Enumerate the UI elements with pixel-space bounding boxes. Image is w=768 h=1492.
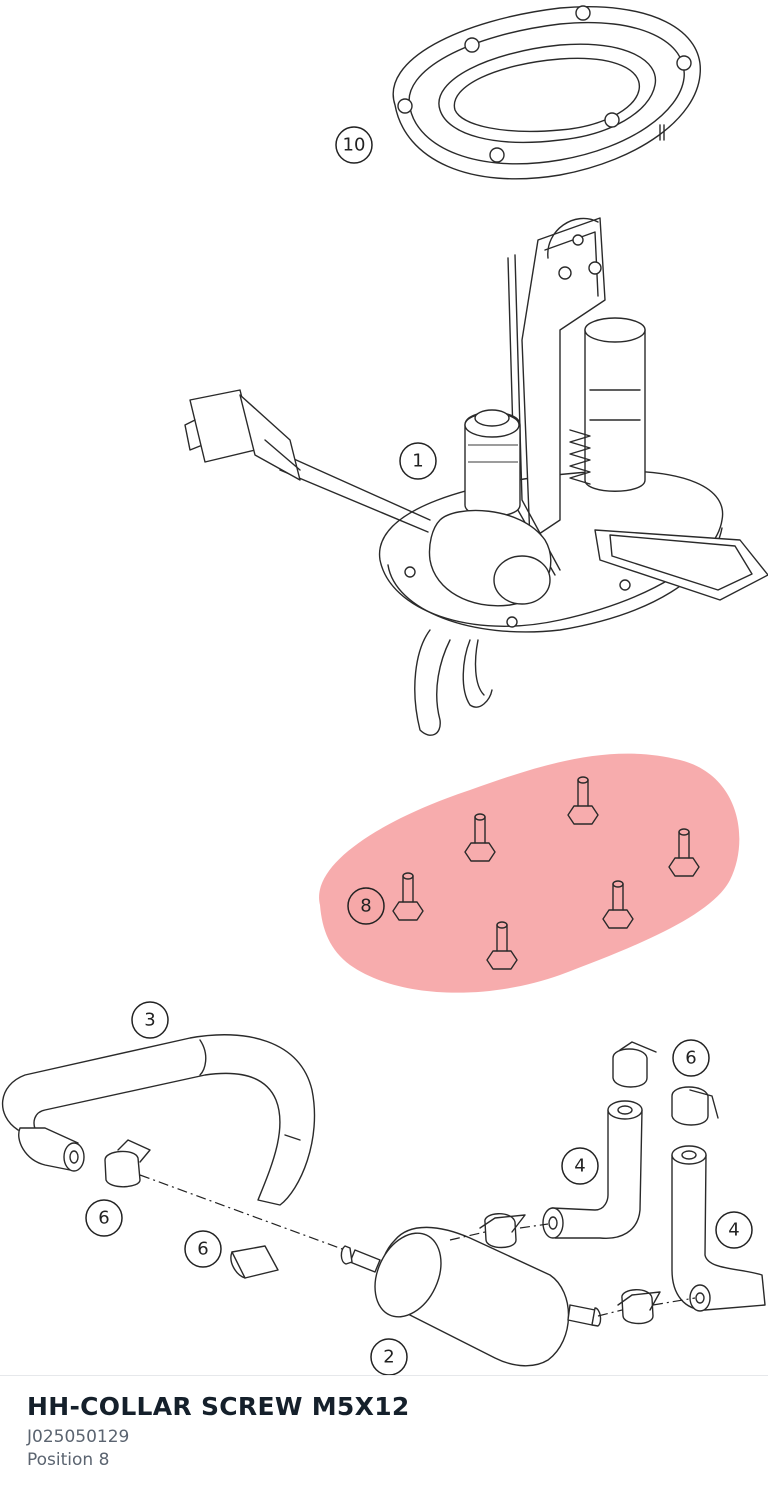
elbow-hose-part-4[interactable]: [542, 1100, 643, 1239]
fuel-pump-assembly-part-1[interactable]: [184, 217, 768, 736]
clamp-part-6[interactable]: [104, 1139, 151, 1188]
callout-8[interactable]: 8: [347, 887, 385, 925]
svg-text:2: 2: [383, 1347, 394, 1368]
svg-text:4: 4: [574, 1156, 585, 1177]
exploded-parts-diagram: 10: [2, 5, 768, 1375]
svg-text:4: 4: [728, 1220, 739, 1241]
svg-text:3: 3: [144, 1010, 155, 1031]
assembly-line: [449, 1231, 486, 1241]
clamp-part-6[interactable]: [671, 1086, 719, 1126]
gasket-part-10[interactable]: [392, 5, 701, 180]
screw: [392, 872, 424, 921]
svg-text:6: 6: [197, 1239, 208, 1260]
screw: [668, 828, 700, 877]
svg-text:8: 8: [360, 896, 371, 917]
assembly-line: [519, 1223, 549, 1229]
part-name: HH-COLLAR SCREW M5X12: [27, 1392, 410, 1421]
screw: [486, 921, 518, 970]
assembly-line: [139, 1174, 346, 1251]
hose-clamp: [617, 1289, 661, 1325]
screw: [602, 880, 634, 929]
clamp-part-6[interactable]: [230, 1245, 279, 1279]
callout-3[interactable]: 3: [131, 1001, 169, 1039]
callout-6-right[interactable]: 6: [672, 1039, 710, 1077]
svg-text:6: 6: [685, 1048, 696, 1069]
callout-6-mid[interactable]: 6: [184, 1230, 222, 1268]
assembly-line: [597, 1309, 623, 1317]
callout-4-left[interactable]: 4: [561, 1147, 599, 1185]
screw: [464, 813, 496, 862]
part-info-footer: HH-COLLAR SCREW M5X12 J025050129 Positio…: [0, 1375, 768, 1492]
assembly-line: [652, 1297, 696, 1306]
collar-screws-part-8[interactable]: [319, 753, 740, 993]
hose-clamp: [479, 1213, 526, 1249]
callout-4-right[interactable]: 4: [715, 1211, 753, 1249]
fuel-filter-part-2[interactable]: [340, 1222, 602, 1367]
callout-2[interactable]: 2: [370, 1338, 408, 1375]
callout-10[interactable]: 10: [335, 126, 373, 164]
highlight-region: [319, 753, 740, 993]
callout-1[interactable]: 1: [399, 442, 437, 480]
clamp-part-6[interactable]: [612, 1041, 657, 1088]
svg-text:6: 6: [98, 1208, 109, 1229]
screw: [567, 776, 599, 825]
part-number: J025050129: [27, 1427, 130, 1447]
part-position: Position 8: [27, 1450, 110, 1470]
elbow-hose-part-4[interactable]: [671, 1145, 766, 1312]
hose-part-3[interactable]: [2, 1034, 316, 1206]
callout-6-left[interactable]: 6: [85, 1199, 123, 1237]
svg-text:1: 1: [412, 451, 423, 472]
svg-text:10: 10: [343, 135, 366, 156]
